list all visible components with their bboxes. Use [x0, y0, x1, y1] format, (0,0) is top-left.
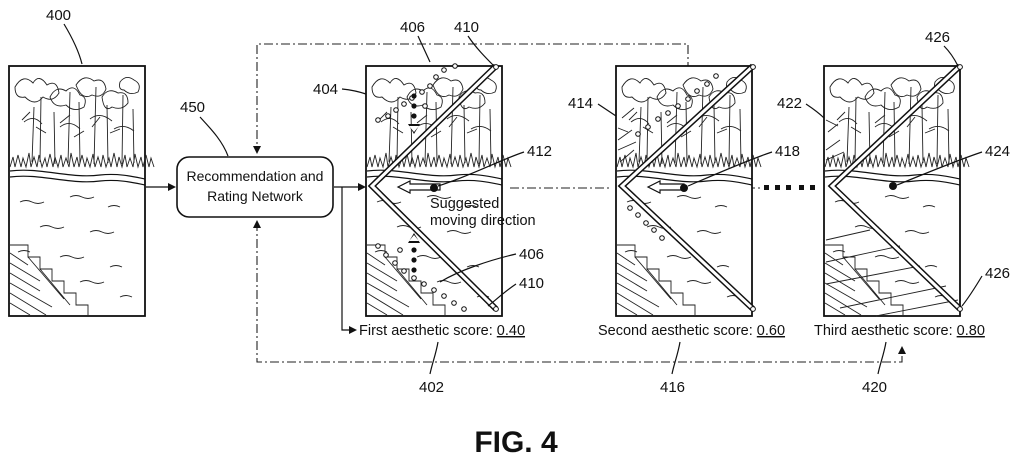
second-score-label: Second aesthetic score:	[598, 323, 757, 339]
arrow-to-first-score	[342, 187, 352, 330]
ref-410-bottom: 410	[519, 275, 544, 292]
frame-1	[366, 64, 511, 316]
ref-414: 414	[568, 95, 593, 112]
ref-422: 422	[777, 95, 802, 112]
ref-402: 402	[419, 379, 444, 396]
ref-406-bottom: 406	[519, 246, 544, 263]
ref-412: 412	[527, 143, 552, 160]
second-score: Second aesthetic score: 0.60	[598, 323, 785, 339]
ref-input-image: 400	[46, 7, 71, 24]
leader-400	[64, 24, 82, 64]
second-score-value: 0.60	[757, 323, 785, 339]
ref-416: 416	[660, 379, 685, 396]
direction-label-line2: moving direction	[430, 213, 536, 229]
first-score-label: First aesthetic score:	[359, 323, 497, 339]
ellipsis	[764, 185, 815, 190]
first-score: First aesthetic score: 0.40	[359, 323, 525, 339]
frame-3	[824, 65, 969, 316]
first-score-value: 0.40	[497, 323, 525, 339]
network-label-line2: Rating Network	[207, 188, 304, 204]
recommendation-network-box: Recommendation and Rating Network	[177, 157, 333, 217]
ref-404: 404	[313, 81, 338, 98]
ref-418: 418	[775, 143, 800, 160]
network-label-line1: Recommendation and	[187, 168, 324, 184]
ref-network: 450	[180, 99, 205, 116]
ref-426-bottom: 426	[985, 265, 1010, 282]
input-image	[9, 66, 154, 316]
third-score-label: Third aesthetic score:	[814, 323, 957, 339]
direction-label-line1: Suggested	[430, 196, 499, 212]
leader-450	[200, 117, 228, 156]
ref-426-top: 426	[925, 29, 950, 46]
ref-424: 424	[985, 143, 1010, 160]
third-score-value: 0.80	[957, 323, 985, 339]
third-score: Third aesthetic score: 0.80	[814, 323, 985, 339]
ref-410-top: 410	[454, 19, 479, 36]
figure-label: FIG. 4	[474, 426, 558, 459]
ref-420: 420	[862, 379, 887, 396]
frame-2	[616, 65, 761, 316]
ref-406-top: 406	[400, 19, 425, 36]
feedback-loop	[253, 44, 906, 362]
